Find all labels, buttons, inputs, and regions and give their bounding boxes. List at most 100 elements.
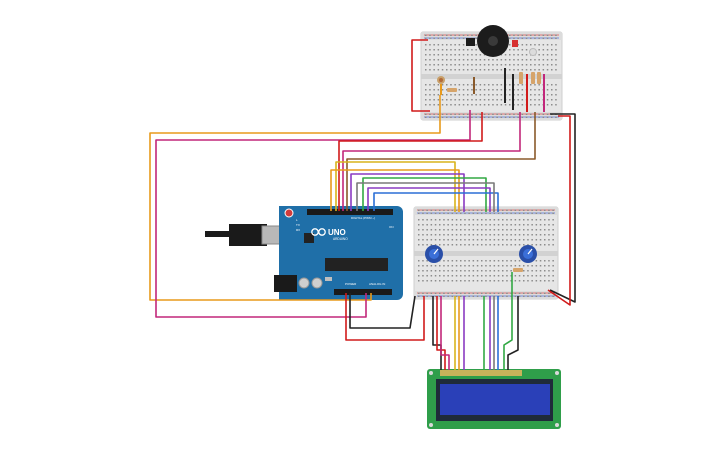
- breadboard-hole: [510, 244, 512, 246]
- wire-yellow[interactable]: [335, 161, 456, 212]
- wire-red-2[interactable]: [338, 112, 483, 211]
- breadboard-hole: [523, 280, 525, 282]
- breadboard-hole: [544, 275, 546, 277]
- breadboard-hole: [426, 212, 428, 214]
- breadboard-hole: [514, 265, 517, 267]
- breadboard-hole: [446, 113, 448, 115]
- wire-orange-2[interactable]: [330, 169, 460, 212]
- breadboard-hole: [521, 37, 524, 39]
- wire-red[interactable]: [411, 39, 430, 112]
- breadboard-hole: [502, 234, 504, 236]
- breadboard-hole: [492, 89, 494, 91]
- breadboard-hole: [468, 260, 470, 262]
- breadboard-hole: [434, 219, 437, 221]
- wire-red-4[interactable]: [345, 293, 425, 341]
- breadboard-hole: [509, 94, 511, 96]
- breadboard-hole: [479, 99, 482, 101]
- breadboard-hole: [497, 229, 500, 231]
- wire-orange[interactable]: [149, 95, 441, 301]
- resistor[interactable]: [447, 88, 457, 92]
- breadboard-hole: [441, 94, 444, 96]
- breadboard-hole: [481, 234, 483, 236]
- wire-black-2[interactable]: [349, 293, 416, 329]
- usb-port: [261, 225, 281, 245]
- reset-button[interactable]: [284, 208, 294, 218]
- led-small[interactable]: [529, 48, 537, 56]
- breadboard-hole: [439, 239, 441, 241]
- breadboard-hole: [447, 265, 449, 267]
- breadboard-hole: [422, 212, 424, 214]
- wire-brown[interactable]: [346, 112, 536, 211]
- breadboard-hole: [460, 209, 462, 211]
- breadboard-hole: [434, 229, 437, 231]
- potentiometer-right[interactable]: [519, 245, 537, 263]
- breadboard-hole: [552, 295, 554, 297]
- tx-label: TX: [296, 223, 300, 227]
- wire-black[interactable]: [549, 113, 576, 303]
- wire-magenta[interactable]: [155, 110, 471, 318]
- breadboard-hole: [530, 69, 532, 71]
- wire-blue[interactable]: [373, 192, 499, 212]
- wire-lcd[interactable]: [440, 296, 450, 370]
- breadboard-hole: [479, 113, 482, 115]
- breadboard-hole: [525, 64, 528, 66]
- wire-lcd[interactable]: [507, 296, 519, 370]
- breadboard-hole: [523, 265, 525, 267]
- resistor[interactable]: [531, 72, 535, 84]
- breadboard-hole: [509, 59, 511, 61]
- wire-red-3[interactable]: [547, 115, 571, 306]
- breadboard-hole: [422, 229, 424, 231]
- breadboard-hole: [481, 229, 483, 231]
- breadboard-hole: [483, 54, 486, 56]
- breadboard-hole: [418, 275, 420, 277]
- resistor[interactable]: [537, 72, 541, 84]
- breadboard-hole: [497, 219, 500, 221]
- breadboard-hole: [467, 59, 469, 61]
- breadboard-hole: [535, 212, 538, 214]
- breadboard-hole: [475, 113, 477, 115]
- potentiometer-left[interactable]: [425, 245, 443, 263]
- breadboard-hole: [539, 224, 542, 226]
- wire-green[interactable]: [362, 177, 487, 212]
- resistor[interactable]: [513, 268, 523, 272]
- breadboard-hole: [551, 84, 553, 86]
- breadboard-hole: [433, 116, 435, 118]
- breadboard-hole: [439, 275, 441, 277]
- breadboard-hole: [430, 292, 433, 294]
- breadboard-hole: [464, 209, 466, 211]
- breadboard-hole: [513, 113, 515, 115]
- wire-gray[interactable]: [356, 182, 495, 212]
- breadboard-hole: [510, 265, 512, 267]
- breadboard-hole: [531, 270, 533, 272]
- piezo-buzzer[interactable]: [477, 25, 518, 57]
- usb-chip: [304, 233, 314, 243]
- breadboard-hole: [451, 260, 454, 262]
- breadboard-hole: [425, 99, 427, 101]
- breadboard-hole: [468, 275, 470, 277]
- breadboard-hole: [481, 239, 483, 241]
- wire-magenta-2[interactable]: [342, 112, 521, 211]
- breadboard-hole: [455, 239, 458, 241]
- breadboard-hole: [518, 229, 521, 231]
- wire-lcd[interactable]: [503, 272, 513, 370]
- push-button[interactable]: [466, 38, 475, 46]
- wire-purple-2[interactable]: [367, 187, 491, 212]
- photoresistor[interactable]: [437, 76, 445, 84]
- arduino-uno[interactable]: UNO ARDUINO DIGITAL (PWM ~) POWER ANALOG…: [205, 206, 403, 300]
- breadboard-hole: [510, 239, 512, 241]
- breadboard-hole: [468, 244, 470, 246]
- breadboard-hole: [464, 275, 466, 277]
- breadboard-hole: [454, 64, 456, 66]
- breadboard-hole: [437, 64, 440, 66]
- breadboard-hole: [447, 260, 449, 262]
- breadboard-hole: [518, 280, 521, 282]
- breadboard-hole: [437, 94, 440, 96]
- breadboard-hole: [481, 224, 483, 226]
- breadboard-hole: [447, 292, 449, 294]
- breadboard-hole: [425, 34, 427, 36]
- breadboard-hole: [502, 212, 504, 214]
- lcd-16x2[interactable]: [427, 369, 561, 429]
- resistor[interactable]: [519, 72, 523, 84]
- rx-label: RX: [296, 228, 300, 232]
